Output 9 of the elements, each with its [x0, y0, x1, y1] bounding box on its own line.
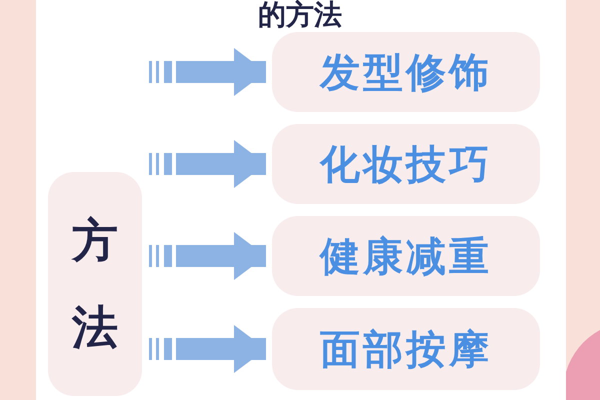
arrow	[176, 48, 266, 96]
arrow	[176, 325, 266, 373]
method-label: 化妆技巧	[320, 140, 492, 190]
method-label: 健康减重	[320, 232, 492, 282]
category-label: 方法	[72, 212, 118, 356]
method-label: 面部按摩	[320, 326, 492, 374]
arrow	[176, 232, 266, 280]
method-label: 发型修饰	[320, 48, 492, 98]
arrow	[176, 140, 266, 188]
